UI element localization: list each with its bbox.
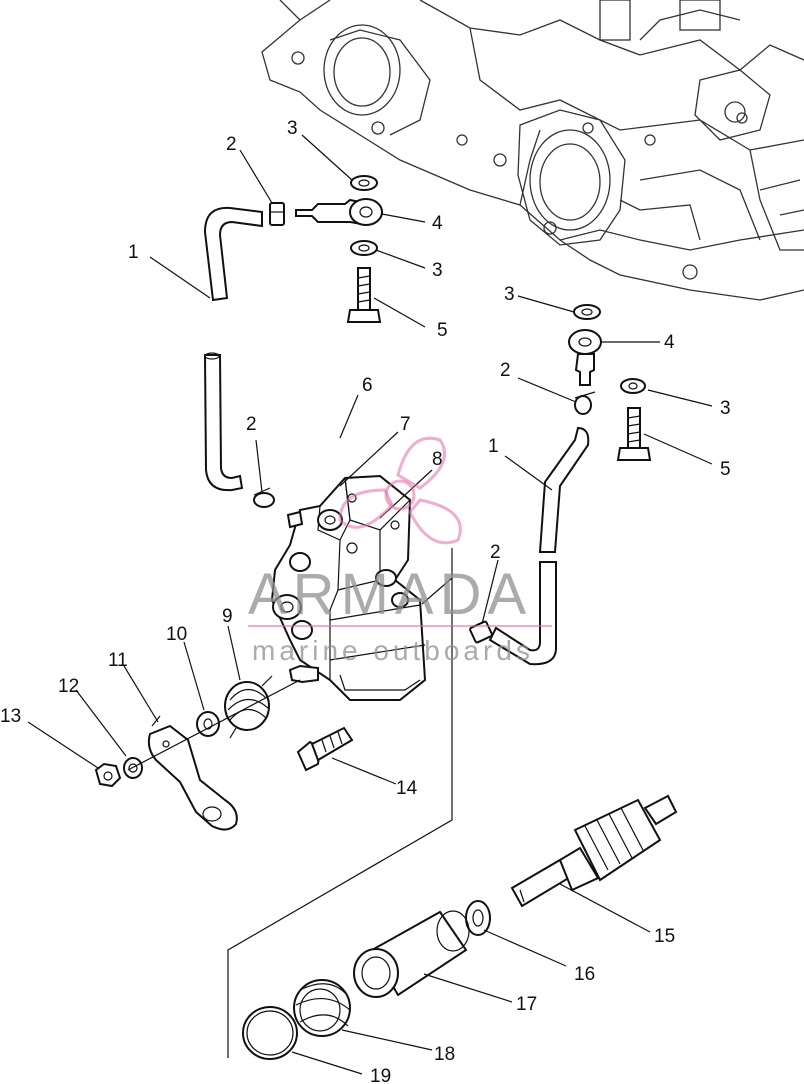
callout-2-top: 2	[226, 134, 237, 155]
fuel-hose-right	[488, 426, 590, 666]
callout-10: 10	[166, 624, 187, 645]
return-spring	[224, 675, 273, 739]
callout-9: 9	[222, 606, 233, 627]
assembly-bracket-line	[227, 576, 453, 1058]
callout-15: 15	[654, 926, 675, 947]
hose-clip-upper	[269, 202, 285, 226]
choke-lever	[147, 715, 238, 831]
callout-4-upper: 4	[432, 213, 443, 234]
callout-3-top: 3	[287, 118, 298, 139]
callout-11: 11	[108, 650, 128, 671]
callout-3-upper: 3	[432, 260, 443, 281]
banjo-fitting-right	[568, 304, 652, 461]
callout-3-right-top: 3	[504, 284, 515, 305]
screw-14	[296, 726, 354, 772]
callout-1-left: 1	[128, 242, 139, 263]
callout-18: 18	[434, 1044, 455, 1065]
callout-17: 17	[516, 994, 537, 1015]
callout-16: 16	[574, 964, 595, 985]
washer-16	[465, 900, 491, 936]
o-ring-19	[242, 1006, 298, 1060]
watermark-brand: ARMADA	[248, 562, 532, 627]
washer-10	[196, 711, 220, 737]
callout-5-right: 5	[720, 459, 731, 480]
leader-lines	[27, 134, 713, 1075]
fuel-hose-left	[203, 206, 263, 492]
callout-7: 7	[400, 414, 411, 435]
fuel-pump	[270, 474, 427, 701]
callout-8: 8	[432, 449, 443, 470]
callout-3-right: 3	[720, 398, 731, 419]
callout-2-right: 2	[500, 360, 511, 381]
engine-block	[261, 0, 804, 301]
watermark-tagline: marine outboards	[252, 635, 534, 666]
nut-13	[94, 762, 122, 788]
callout-13: 13	[0, 706, 21, 727]
propeller-icon	[338, 436, 462, 545]
callout-labels: 1 2 3 4 3 5 6 7 8 2 3 4 2 3 5 1 2 9 10 1…	[0, 118, 731, 1084]
callout-12: 12	[58, 676, 79, 697]
drive-gear-shaft	[510, 794, 678, 908]
banjo-fitting-upper	[295, 175, 383, 323]
callout-6: 6	[362, 375, 373, 396]
bushing-17	[353, 910, 470, 998]
spring-18	[293, 979, 351, 1037]
watermark: ARMADA marine outboards	[248, 436, 552, 666]
callout-4-right: 4	[664, 332, 675, 353]
callout-5-upper: 5	[437, 320, 448, 341]
assembly-axis-line	[127, 679, 301, 771]
callout-14: 14	[396, 778, 418, 799]
callout-2-left: 2	[246, 414, 257, 435]
callout-2-right-lower: 2	[490, 542, 501, 563]
hose-clip-right-upper	[574, 391, 596, 415]
callout-19: 19	[370, 1066, 391, 1084]
hose-clip-left	[253, 487, 275, 508]
callout-1-right: 1	[488, 436, 499, 457]
